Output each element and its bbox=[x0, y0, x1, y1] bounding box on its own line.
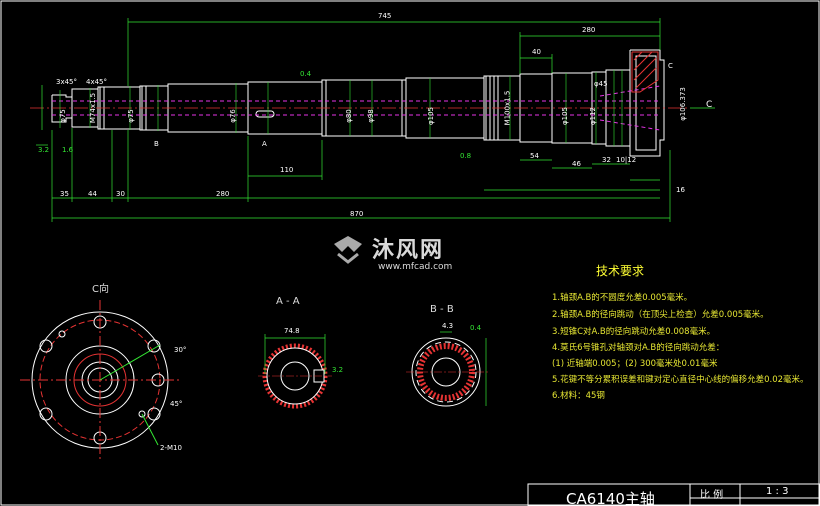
watermark-logo bbox=[334, 236, 362, 264]
dim-110: 110 bbox=[280, 166, 294, 174]
dia-label-8: M100x1.5 bbox=[503, 90, 512, 126]
bb-width: 4.3 bbox=[442, 322, 454, 330]
aa-ra: 3.2 bbox=[332, 366, 344, 374]
chamfer-2: 4x45° bbox=[86, 78, 108, 86]
ra-4: 0.8 bbox=[460, 152, 472, 160]
dim-30: 30 bbox=[116, 190, 125, 198]
dia-label-4: φ76 bbox=[228, 109, 237, 123]
requirements-title: 技术要求 bbox=[596, 264, 645, 278]
title-block bbox=[527, 483, 820, 506]
bb-ra: 0.4 bbox=[470, 324, 482, 332]
inner-bore bbox=[52, 85, 661, 131]
requirement-4: 4.莫氏6号锥孔对轴颈对A.B的径向跳动允差： bbox=[552, 343, 725, 353]
requirement-2: 2.轴颈A.B的径向跳动（在顶尖上检查）允差0.005毫米。 bbox=[552, 310, 769, 320]
shaft-outline bbox=[51, 49, 665, 157]
watermark-url: www.mfcad.com bbox=[378, 262, 453, 272]
dim-870: 870 bbox=[350, 210, 364, 218]
dim-lines bbox=[36, 18, 715, 222]
dia-label-6: φ98 bbox=[366, 109, 375, 123]
dia-label-3: φ75 bbox=[126, 109, 135, 123]
dia-label-12: φ45 bbox=[594, 80, 608, 88]
watermark-brand: 沐风网 bbox=[372, 238, 445, 263]
aa-section bbox=[258, 334, 332, 409]
dim-16: 16 bbox=[676, 186, 685, 194]
dia-label-7: φ105 bbox=[426, 107, 435, 125]
dia-label-1: φ75 bbox=[58, 109, 67, 123]
dim-40: 40 bbox=[532, 48, 541, 56]
dim-35: 35 bbox=[60, 190, 69, 198]
aa-view-label: A - A bbox=[276, 296, 300, 307]
c-angle-2: 45° bbox=[170, 400, 183, 408]
c-view bbox=[20, 300, 180, 460]
dim-32: 32 bbox=[602, 156, 611, 164]
scale-label: 比 例 bbox=[700, 490, 724, 501]
c-view-label: C向 bbox=[92, 284, 109, 295]
dia-label-11: φ112 bbox=[588, 107, 597, 125]
requirement-5: 5.花键不等分累积误差和键对定心直径中心线的偏移允差0.02毫米。 bbox=[552, 375, 809, 385]
bb-view-label: B - B bbox=[430, 304, 454, 315]
ra-1: 3.2 bbox=[38, 146, 50, 154]
dim-44: 44 bbox=[88, 190, 97, 198]
requirement-4-detail: (1) 近轴端0.005；(2) 300毫米处0.01毫米 bbox=[552, 359, 718, 369]
dim-10-12: 10|12 bbox=[616, 156, 637, 164]
requirement-1: 1.轴颈A.B的不圆度允差0.005毫米。 bbox=[552, 293, 693, 303]
dia-label-5: φ80 bbox=[344, 109, 353, 123]
flange-hatch bbox=[631, 51, 659, 93]
bb-section bbox=[406, 331, 490, 407]
dia-label-9: φ105 bbox=[560, 107, 569, 125]
section-letter-c: C bbox=[668, 62, 673, 70]
part-name: CA6140主轴 bbox=[566, 490, 655, 506]
section-letter-a: A bbox=[262, 140, 267, 148]
dim-280-bottom: 280 bbox=[216, 190, 230, 198]
scale-value: 1 : 3 bbox=[766, 486, 789, 497]
dim-280-top: 280 bbox=[582, 26, 596, 34]
dim-46: 46 bbox=[572, 160, 581, 168]
view-c-arrow: C bbox=[706, 100, 713, 110]
dim-total: 745 bbox=[378, 12, 392, 20]
ra-3: 0.4 bbox=[300, 70, 312, 78]
c-angle-1: 30° bbox=[174, 346, 187, 354]
requirement-3: 3.短锥C对A.B的径向跳动允差0.008毫米。 bbox=[552, 327, 716, 337]
section-letter-b: B bbox=[154, 140, 159, 148]
ra-2: 1.6 bbox=[62, 146, 74, 154]
chamfer-1: 3x45° bbox=[56, 78, 78, 86]
dim-54: 54 bbox=[530, 152, 539, 160]
dia-label-2: M74x1.5 bbox=[89, 92, 98, 124]
dia-label-10: φ106.373 bbox=[678, 87, 687, 121]
c-note: 2-M10 bbox=[160, 444, 182, 452]
requirement-6: 6.材料：45钢 bbox=[552, 391, 605, 401]
aa-width: 74.8 bbox=[284, 327, 300, 335]
